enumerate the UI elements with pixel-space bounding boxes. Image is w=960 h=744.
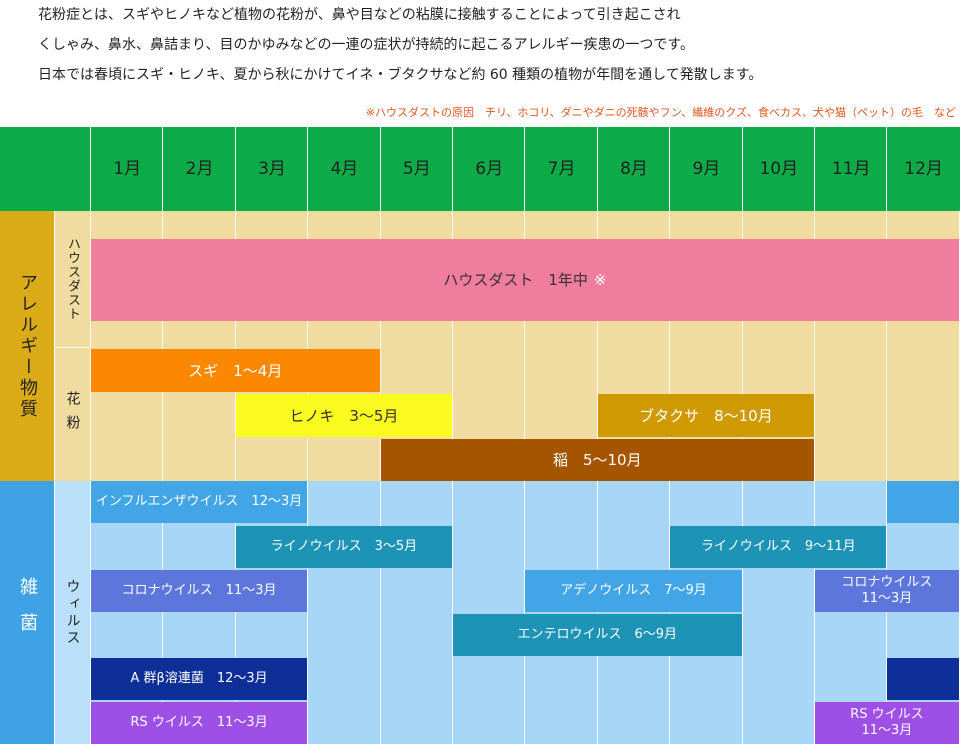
germ-month-column [91, 481, 163, 744]
season-chart: アレルギー物質 ハウスダスト 花粉 雑菌 ウィルス 1月 2月 3月 4月 5月 6月 7月… [0, 127, 960, 744]
germ-month-column [670, 481, 742, 744]
intro-line-1: 花粉症とは、スギやヒノキなど植物の花粉が、鼻や目などの粘膜に接触することによって… [38, 7, 681, 23]
season-bar: アデノウイルス 7〜9月 [525, 570, 742, 612]
month-divider [669, 127, 671, 211]
month-label: 1月 [113, 159, 142, 179]
season-bar: スギ 1〜4月 [91, 349, 380, 392]
month-label: 7月 [547, 159, 576, 179]
season-bar-label: エンテロウイルス 6〜9月 [517, 627, 678, 642]
season-bar-label: ライノウイルス 9〜11月 [700, 539, 856, 554]
season-bar: 稲 5〜10月 [380, 439, 814, 481]
season-bar: ヒノキ 3〜5月 [235, 394, 452, 437]
month-header-row [91, 127, 960, 211]
header-corner [0, 127, 90, 211]
month-divider [741, 127, 743, 211]
month-label: 12月 [904, 159, 943, 179]
season-bar: ブタクサ 8〜10月 [597, 394, 814, 437]
category-allergen: アレルギー物質 [0, 211, 54, 481]
month-divider [234, 127, 236, 211]
month-divider [452, 127, 453, 211]
season-bar: RS ウイルス 11〜3月 [91, 702, 308, 744]
season-bar-label: 稲 5〜10月 [552, 451, 642, 469]
season-bar-label: RS ウイルス 11〜3月 [130, 715, 268, 730]
month-label: 2月 [185, 159, 214, 179]
germ-month-column [235, 481, 308, 744]
season-bar-label: ブタクサ 8〜10月 [639, 406, 773, 425]
season-bar-label: ハウスダスト 1年中 [443, 271, 588, 289]
season-bar-label: RS ウイルス 11〜3月 [850, 707, 924, 738]
intro-text: 花粉症とは、スギやヒノキなど植物の花粉が、鼻や目などの粘膜に接触することによって… [38, 0, 938, 90]
intro-line-3: 日本では春頃にスギ・ヒノキ、夏から秋にかけてイネ・ブタクサなど約 60 種類の植… [38, 67, 763, 83]
month-divider [162, 127, 164, 211]
month-divider [524, 127, 526, 211]
month-label: 6月 [475, 159, 504, 179]
category-pollen-label: 花粉 [64, 390, 81, 439]
season-bar: ライノウイルス 9〜11月 [670, 526, 887, 568]
germ-month-column [525, 481, 597, 744]
month-divider [886, 127, 888, 211]
month-divider [596, 127, 598, 211]
season-bar: エンテロウイルス 6〜9月 [453, 614, 742, 656]
season-bar-label: インフルエンザウイルス 12〜3月 [95, 494, 303, 509]
germ-month-column [380, 481, 452, 744]
season-bar [887, 658, 959, 700]
season-bar: インフルエンザウイルス 12〜3月 [91, 481, 308, 523]
category-virus-label: ウィルス [64, 578, 81, 647]
month-label: 9月 [692, 159, 721, 179]
season-bar: ライノウイルス 3〜5月 [235, 526, 452, 568]
month-label: 3月 [258, 159, 286, 179]
category-housedust-label: ハウスダスト [65, 237, 80, 321]
germ-month-column [163, 481, 235, 744]
season-bar-label: A 群β溶連菌 12〜3月 [130, 671, 268, 686]
germ-month-column [887, 481, 959, 744]
season-bar: ハウスダスト 1年中 ※ [91, 239, 959, 321]
season-bar [887, 481, 959, 523]
month-divider [307, 127, 309, 211]
month-divider [379, 127, 381, 211]
germ-month-column [308, 481, 380, 744]
month-label: 10月 [759, 159, 799, 179]
category-pollen: 花粉 [54, 348, 90, 481]
month-label: 11月 [831, 159, 871, 179]
season-bar-label: スギ 1〜4月 [188, 361, 283, 380]
month-divider [814, 127, 815, 211]
season-bar: RS ウイルス 11〜3月 [815, 702, 959, 744]
month-label: 5月 [402, 159, 431, 179]
season-bar-label: ライノウイルス 3〜5月 [270, 539, 418, 554]
season-bar-label: アデノウイルス 7〜9月 [560, 583, 707, 598]
germ-month-column [453, 481, 525, 744]
housedust-note: ※ハウスダストの原因 チリ、ホコリ、ダニやダニの死骸やフン、繊維のクズ、食べカス… [365, 106, 956, 119]
season-bar: コロナウイルス 11〜3月 [815, 570, 959, 612]
category-germs-label: 雑菌 [17, 576, 38, 649]
category-housedust: ハウスダスト [54, 211, 90, 348]
intro-line-2: くしゃみ、鼻水、鼻詰まり、目のかゆみなどの一連の症状が持続的に起こるアレルギー疾… [38, 37, 695, 53]
month-label: 8月 [620, 159, 648, 179]
season-bar-mark: ※ [593, 271, 607, 289]
category-germs: 雑菌 [0, 481, 54, 744]
season-bar-label: コロナウイルス 11〜3月 [841, 575, 933, 606]
season-bar-label: ヒノキ 3〜5月 [289, 406, 399, 425]
season-bar-label: コロナウイルス 11〜3月 [121, 583, 277, 598]
germ-month-column [742, 481, 814, 744]
month-label: 4月 [330, 159, 359, 179]
season-bar: A 群β溶連菌 12〜3月 [91, 658, 308, 700]
category-allergen-label: アレルギー物質 [17, 272, 38, 420]
germ-month-column [597, 481, 670, 744]
germ-month-column [815, 481, 887, 744]
category-virus: ウィルス [54, 481, 90, 744]
season-bar: コロナウイルス 11〜3月 [91, 570, 308, 612]
